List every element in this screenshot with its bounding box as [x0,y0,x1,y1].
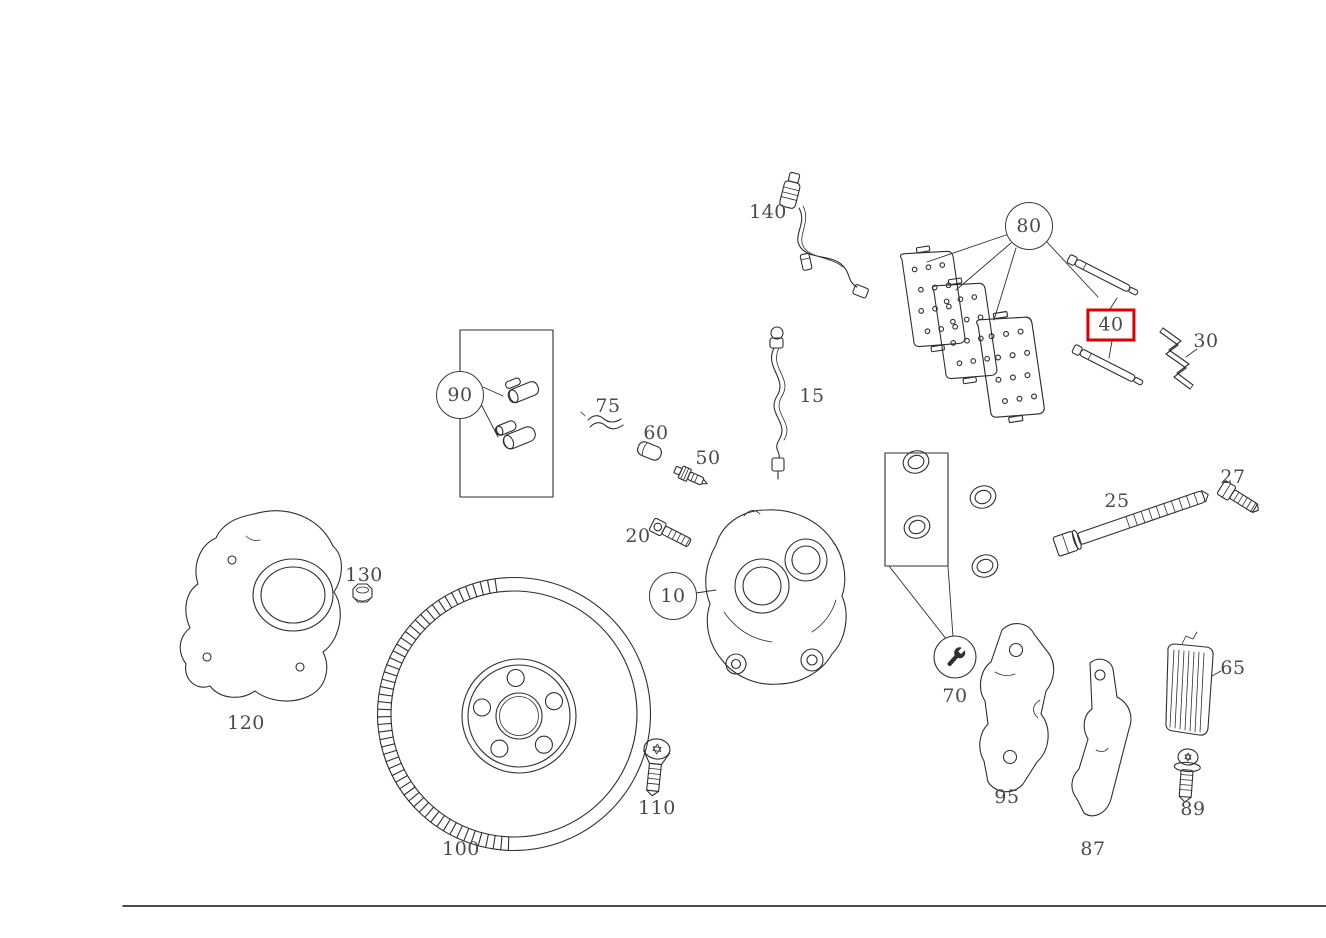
leader-lines [480,233,1222,677]
part-label-75[interactable]: 75 [595,395,621,417]
part-label-110[interactable]: 110 [638,797,676,819]
bleeder-valve-drawing [673,465,708,486]
wear-sensor-drawing [779,171,869,299]
brake-hose-drawing [769,326,788,480]
repair-kit-drawing [884,450,999,679]
part-label-87[interactable]: 87 [1080,838,1106,860]
wrench-icon [947,645,967,667]
brake-caliper-drawing [705,509,847,685]
retaining-spring-drawing [1159,327,1194,390]
part-label-15[interactable]: 15 [799,385,825,407]
part-label-60[interactable]: 60 [643,422,669,444]
nut-drawing [352,583,373,603]
part-label-90[interactable]: 90 [436,371,484,419]
part-label-95[interactable]: 95 [994,786,1020,808]
part-label-80[interactable]: 80 [1005,202,1053,250]
disc-screw-drawing [643,738,671,797]
carrier-bracket-drawing [1071,658,1132,817]
part-label-30[interactable]: 30 [1193,330,1219,352]
part-label-50[interactable]: 50 [695,447,721,469]
part-label-120[interactable]: 120 [227,712,265,734]
part-label-27[interactable]: 27 [1220,466,1246,488]
disc-rim-hatch [376,578,510,851]
cover-plate-drawing [179,510,342,702]
part-label-25[interactable]: 25 [1104,490,1130,512]
part-label-70[interactable]: 70 [942,685,968,707]
part-label-130[interactable]: 130 [345,564,383,586]
dust-cap-drawing [637,441,662,461]
part-label-100[interactable]: 100 [442,838,480,860]
caliper-carrier-drawing [979,623,1055,793]
retaining-clip-drawing [580,411,624,430]
pad-shim-drawing [1165,631,1214,736]
brake-pads-drawing [899,245,1045,424]
bolt-20-drawing [648,517,692,547]
part-label-10[interactable]: 10 [649,572,697,620]
brake-disc-drawing [376,576,652,852]
caliper-bolt-drawing [1052,489,1209,557]
part-label-65[interactable]: 65 [1220,657,1246,679]
bolt-27-drawing [1216,480,1259,513]
guide-pins-drawing [1066,254,1144,386]
part-label-89[interactable]: 89 [1180,798,1206,820]
part-label-40[interactable]: 40 [1086,308,1136,342]
part-label-140[interactable]: 140 [749,201,787,223]
part-label-20[interactable]: 20 [625,525,651,547]
bolt-89-drawing [1173,748,1201,803]
